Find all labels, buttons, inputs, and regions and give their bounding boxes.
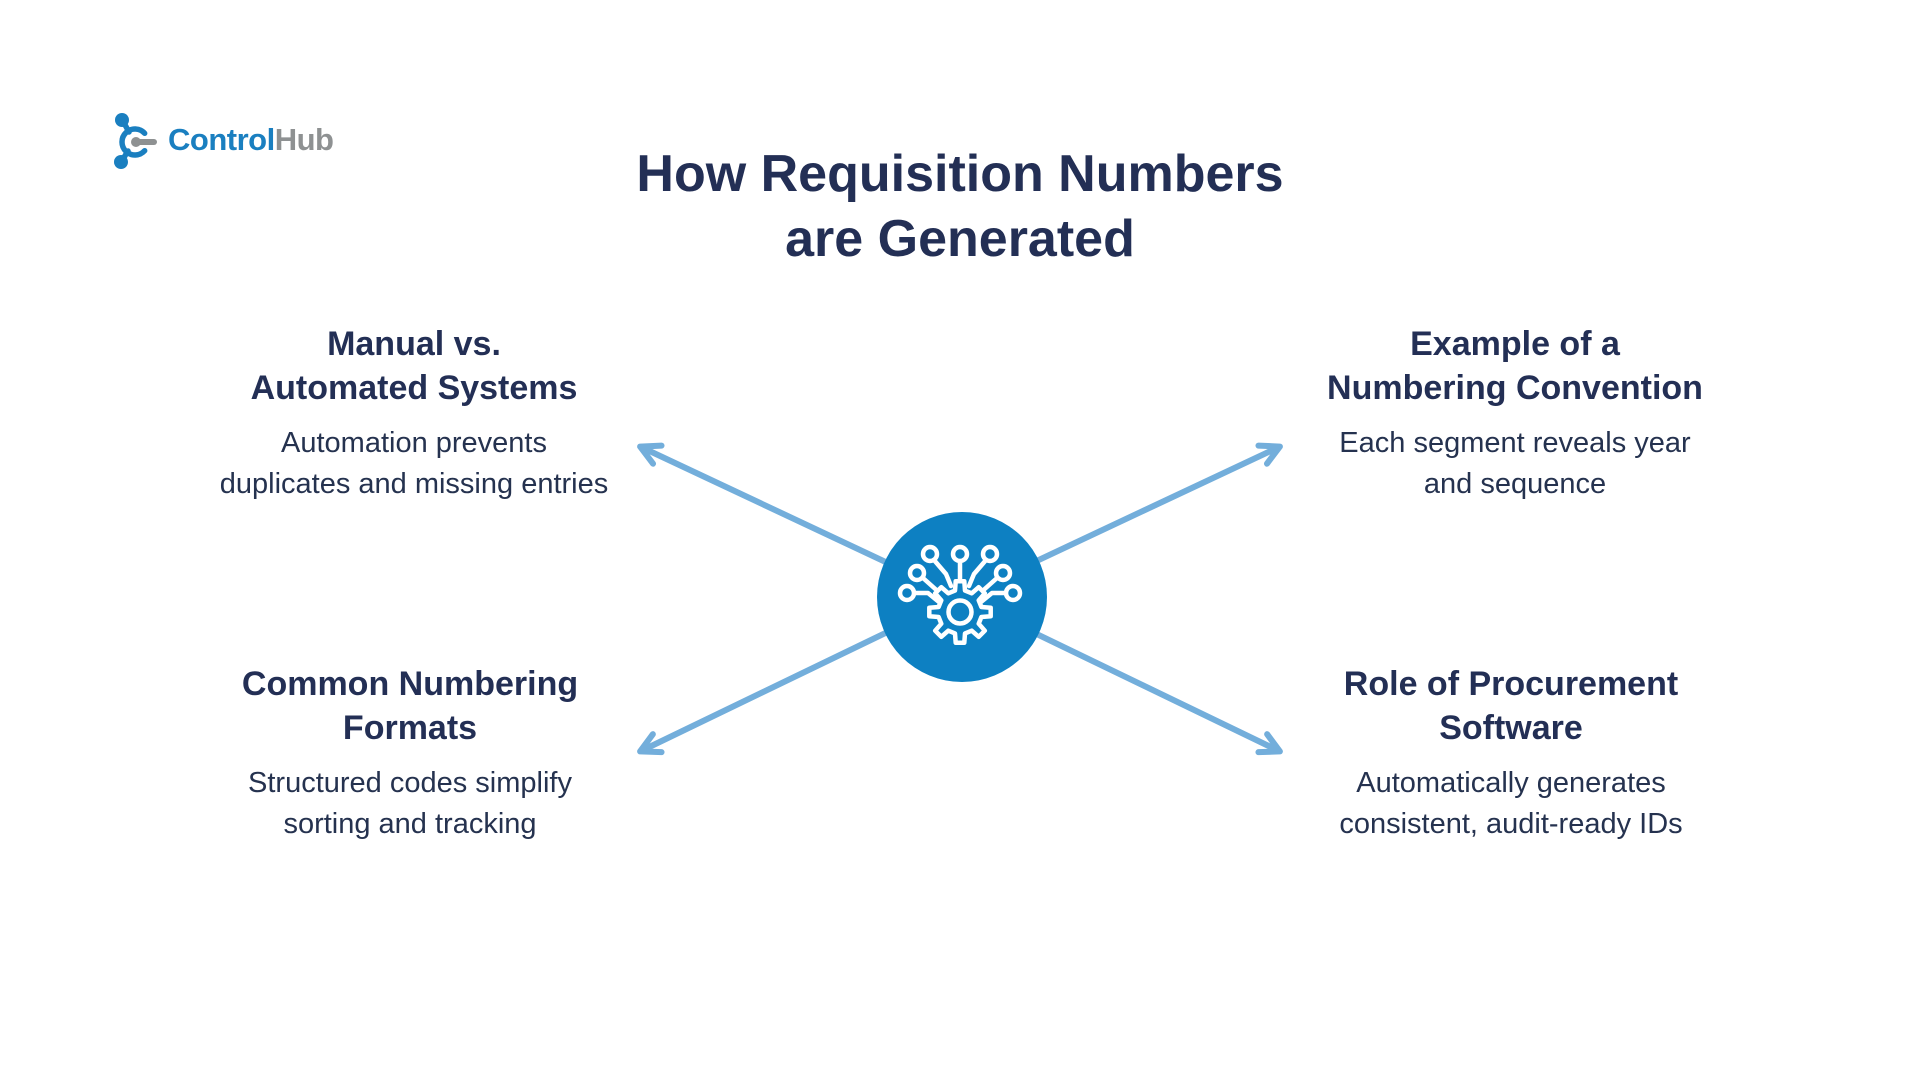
network-node [920,544,940,564]
brand-name-secondary: Hub [274,122,334,157]
node-connector [966,557,989,589]
section-heading: Manual vs. Automated Systems [134,322,694,410]
gear-icon [927,579,993,645]
section-body-line: and sequence [1423,467,1607,500]
section-body: Structured codes simplify sorting and tr… [130,763,690,844]
gear-network-icon [897,544,1023,645]
section-procurement-software: Role of Procurement Software Automatical… [1231,662,1791,845]
network-node [950,544,970,564]
gear-hole [946,598,974,626]
section-body-line: duplicates and missing entries [219,467,609,500]
section-heading: Example of a Numbering Convention [1235,322,1795,410]
section-body-line: Structured codes simplify [248,767,572,800]
section-body-line: sorting and tracking [283,807,537,840]
section-body: Each segment reveals year and sequence [1235,423,1795,504]
section-common-formats: Common Numbering Formats Structured code… [130,662,690,845]
section-heading-line: Common Numbering [241,665,579,703]
node-connector [978,590,1009,605]
network-node [897,583,917,603]
section-heading-line: Example of a [1410,325,1620,363]
brand-name: ControlHub [168,122,334,158]
section-heading: Role of Procurement Software [1231,662,1791,750]
network-node [1003,583,1023,603]
section-heading-line: Automated Systems [250,369,578,408]
section-heading-line: Role of Procurement [1343,665,1679,703]
page-title-line: are Generated [785,210,1135,268]
section-body: Automatically generates consistent, audi… [1231,763,1791,844]
section-heading-line: Numbering Convention [1327,369,1703,408]
section-heading-line: Software [1439,709,1583,748]
section-body: Automation prevents duplicates and missi… [134,423,694,504]
section-manual-vs-automated: Manual vs. Automated Systems Automation … [134,322,694,505]
section-heading-line: Manual vs. [327,325,501,363]
network-node [980,544,1000,564]
node-connector [911,590,942,605]
section-heading: Common Numbering Formats [130,662,690,750]
section-body-line: Each segment reveals year [1339,427,1691,460]
page-title-line: How Requisition Numbers [636,145,1284,203]
brand-logo: ControlHub [100,88,334,170]
node-connector [931,557,954,589]
section-body-line: consistent, audit-ready IDs [1339,807,1683,840]
page-title: How Requisition Numbers are Generated [0,142,1920,272]
section-numbering-convention: Example of a Numbering Convention Each s… [1235,322,1795,505]
section-body-line: Automation prevents [281,427,547,460]
brand-name-primary: Control [168,122,275,157]
molecule-icon [114,113,157,169]
section-heading-line: Formats [342,709,478,748]
network-node [993,563,1013,583]
network-node [907,563,927,583]
section-body-line: Automatically generates [1356,767,1666,800]
